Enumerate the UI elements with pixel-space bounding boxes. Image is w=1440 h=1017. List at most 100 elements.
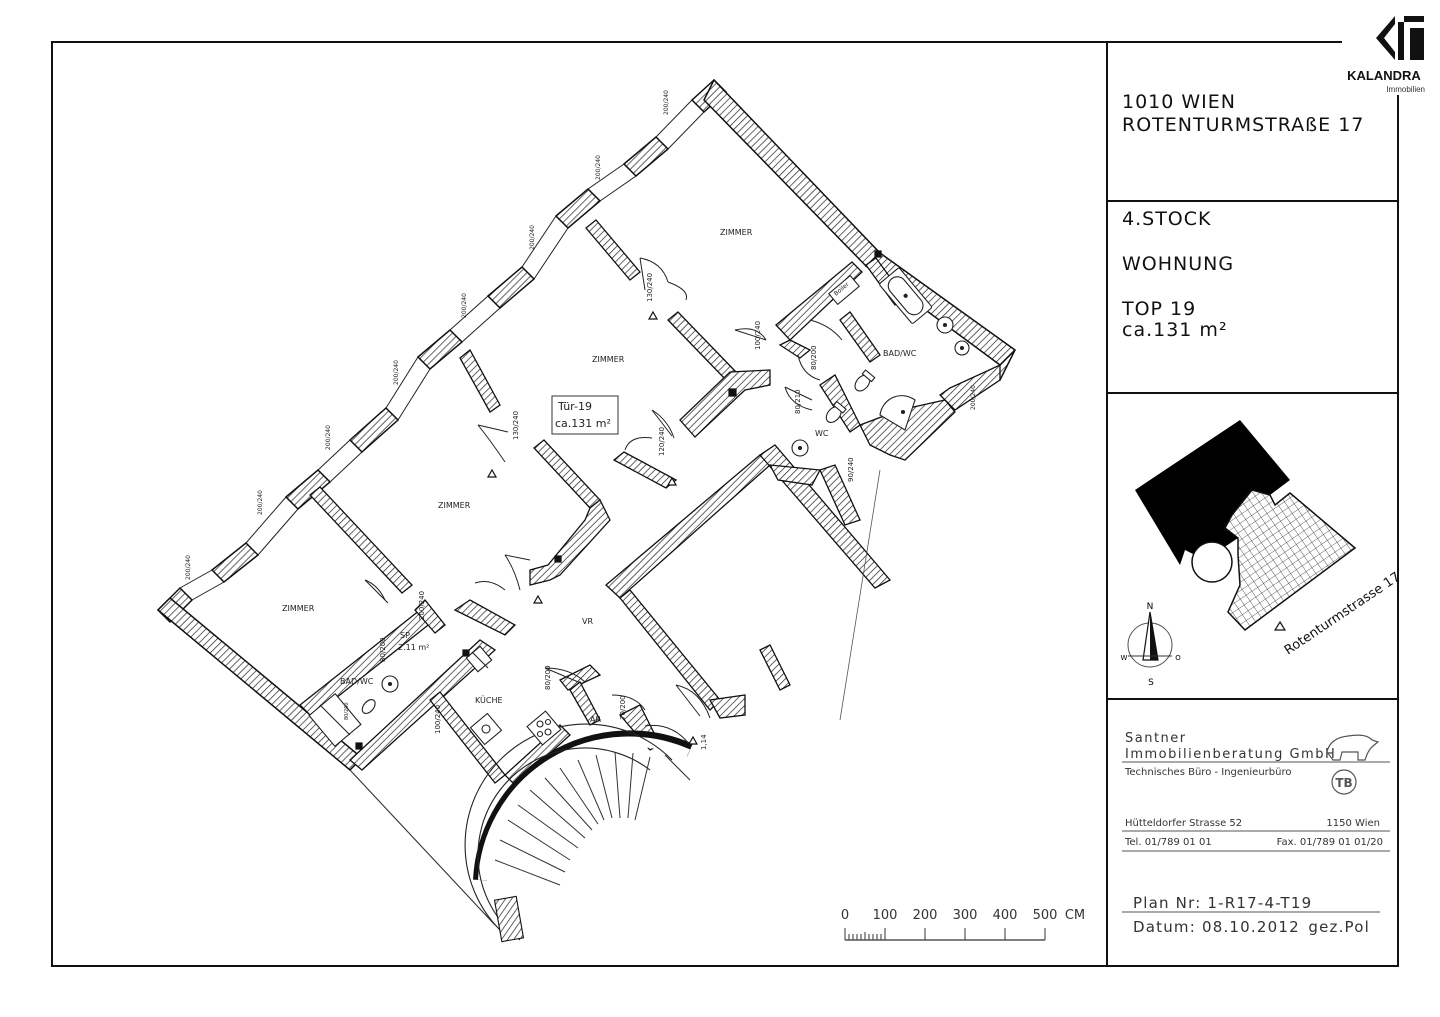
room-label-zimmer-w: ZIMMER xyxy=(438,501,471,510)
room-label-zimmer-mid: ZIMMER xyxy=(592,355,625,364)
room-label-zimmer-sw: ZIMMER xyxy=(282,604,315,613)
room-label-ar: AR xyxy=(590,715,601,724)
office-city: 1150 Wien xyxy=(1326,818,1380,829)
toilet-icon xyxy=(854,369,876,392)
washbasin-icon xyxy=(791,439,809,457)
window-label-8: 200/240 xyxy=(663,90,670,115)
window-label-6: 200/240 xyxy=(529,225,536,250)
sheet-frame xyxy=(51,41,1399,967)
window-label-3: 200/240 xyxy=(325,425,332,450)
kalandra-logo-icon xyxy=(1376,16,1404,60)
dim-70-200: 70/200 xyxy=(619,695,627,720)
window-label-5: 200/240 xyxy=(461,293,468,318)
window-label-10: 80/200 xyxy=(344,702,350,720)
kalandra-logo: KALANDRA Immobilien xyxy=(1347,16,1425,94)
washbasin-icon xyxy=(936,316,954,334)
dim-100-240-b: 100/240 xyxy=(434,705,442,734)
site-building-black xyxy=(1135,420,1290,565)
tb-badge: TB xyxy=(1331,769,1357,795)
compass-o: O xyxy=(1175,654,1181,662)
sink-icon xyxy=(469,712,503,746)
scale-tick-400: 400 xyxy=(993,908,1018,923)
interior-walls xyxy=(299,219,1001,786)
dim-step: 1,14 xyxy=(700,734,708,750)
scale-tick-0: 0 xyxy=(841,908,849,923)
dim-80-200-b: 80/200 xyxy=(379,637,387,662)
window-label-1: 200/240 xyxy=(185,555,192,580)
dim-200-240: 200/240 xyxy=(418,591,426,620)
fridge-icon xyxy=(465,645,493,673)
site-courtyard xyxy=(1191,541,1233,583)
room-label-zimmer-ne: ZIMMER xyxy=(720,228,753,237)
window-label-9: 200/240 xyxy=(970,385,977,410)
dim-80-200-a: 80/200 xyxy=(810,345,818,370)
dim-80-200-c: 80/200 xyxy=(544,665,552,690)
scale-bar: 0 100 200 300 400 500 CM xyxy=(841,908,1085,941)
door-area: ca.131 m² xyxy=(555,417,611,430)
office-name-2: Immobilienberatung GmbH xyxy=(1125,747,1336,762)
shower-tray-icon xyxy=(308,692,362,748)
address-line-2: ROTENTURMSTRAßE 17 xyxy=(1122,114,1364,136)
plan-date: Datum: 08.10.2012 xyxy=(1133,918,1300,936)
toilet-icon xyxy=(825,400,847,423)
room-label-vr: VR xyxy=(582,617,593,626)
dimension-labels: 130/240 130/240 100/240 80/200 80/200 80… xyxy=(379,273,855,750)
dim-90-240: 90/240 xyxy=(847,457,855,482)
compass-w: W xyxy=(1121,654,1128,662)
dim-130-240-b: 130/240 xyxy=(512,411,520,440)
address-line-1: 1010 WIEN xyxy=(1122,91,1236,113)
sanitary-fixtures xyxy=(308,267,970,748)
toilet-icon xyxy=(361,699,376,715)
dim-100-240: 100/240 xyxy=(754,321,762,350)
stove-icon xyxy=(526,710,562,746)
bathtub-icon xyxy=(879,267,933,324)
window-label-7: 200/240 xyxy=(595,155,602,180)
logo-brand: KALANDRA xyxy=(1347,68,1421,83)
room-label-bad-wc-ne: BAD/WC xyxy=(883,349,917,358)
floor-plan: Tür-19 ca.131 m² ZIMMER ZIMMER ZIMMER ZI… xyxy=(156,78,1017,943)
washbasin-icon xyxy=(954,340,970,356)
washbasin-icon xyxy=(381,675,399,693)
door-id: Tür-19 xyxy=(557,400,592,413)
scale-tick-500: 500 xyxy=(1033,908,1058,923)
office-name-1: Santner xyxy=(1125,731,1187,746)
scale-unit: CM xyxy=(1065,908,1085,923)
compass-s: S xyxy=(1148,678,1154,688)
plan-drawn-by: gez.Pol xyxy=(1308,918,1370,936)
bear-logo-icon xyxy=(1326,734,1380,761)
floor-label: 4.STOCK xyxy=(1122,208,1211,230)
window-label-2: 200/240 xyxy=(257,490,264,515)
boiler-box xyxy=(828,274,860,306)
unit-type: WOHNUNG xyxy=(1122,253,1234,275)
nw-windows xyxy=(179,99,705,601)
tag-markers xyxy=(355,250,882,750)
site-plan: Rotenturmstrasse 17 xyxy=(1135,420,1403,658)
shower-icon xyxy=(879,395,916,431)
room-label-kueche: KÜCHE xyxy=(475,695,503,705)
unit-top: TOP 19 xyxy=(1121,298,1196,320)
door-swings xyxy=(364,257,843,746)
plan-number: Plan Nr: 1-R17-4-T19 xyxy=(1133,894,1312,912)
office-street: Hütteldorfer Strasse 52 xyxy=(1125,818,1242,829)
compass-icon: N S W O xyxy=(1121,602,1182,688)
dim-80-210: 80/210 xyxy=(794,389,802,414)
door-id-box: Tür-19 ca.131 m² xyxy=(551,395,619,435)
room-label-sp: SP xyxy=(400,631,410,640)
site-building-hatched xyxy=(1224,489,1357,632)
logo-sub: Immobilien xyxy=(1386,85,1425,94)
scale-tick-200: 200 xyxy=(913,908,938,923)
office-tel: Tel. 01/789 01 01 xyxy=(1124,837,1212,848)
window-labels: 200/240 200/240 200/240 200/240 200/240 … xyxy=(185,90,977,720)
dim-120-240: 120/240 xyxy=(658,427,666,456)
scale-tick-300: 300 xyxy=(953,908,978,923)
tb-badge-text: TB xyxy=(1335,776,1352,790)
compass-n: N xyxy=(1147,602,1154,612)
office-subtitle: Technisches Büro - Ingenieurbüro xyxy=(1124,767,1291,778)
dim-130-240-a: 130/240 xyxy=(646,273,654,302)
scale-tick-100: 100 xyxy=(873,908,898,923)
room-label-bad-wc-sw: BAD/WC xyxy=(340,677,374,686)
spiral-stair xyxy=(349,469,881,943)
office-fax: Fax. 01/789 01 01/20 xyxy=(1277,837,1383,848)
unit-area: ca.131 m² xyxy=(1122,319,1228,341)
